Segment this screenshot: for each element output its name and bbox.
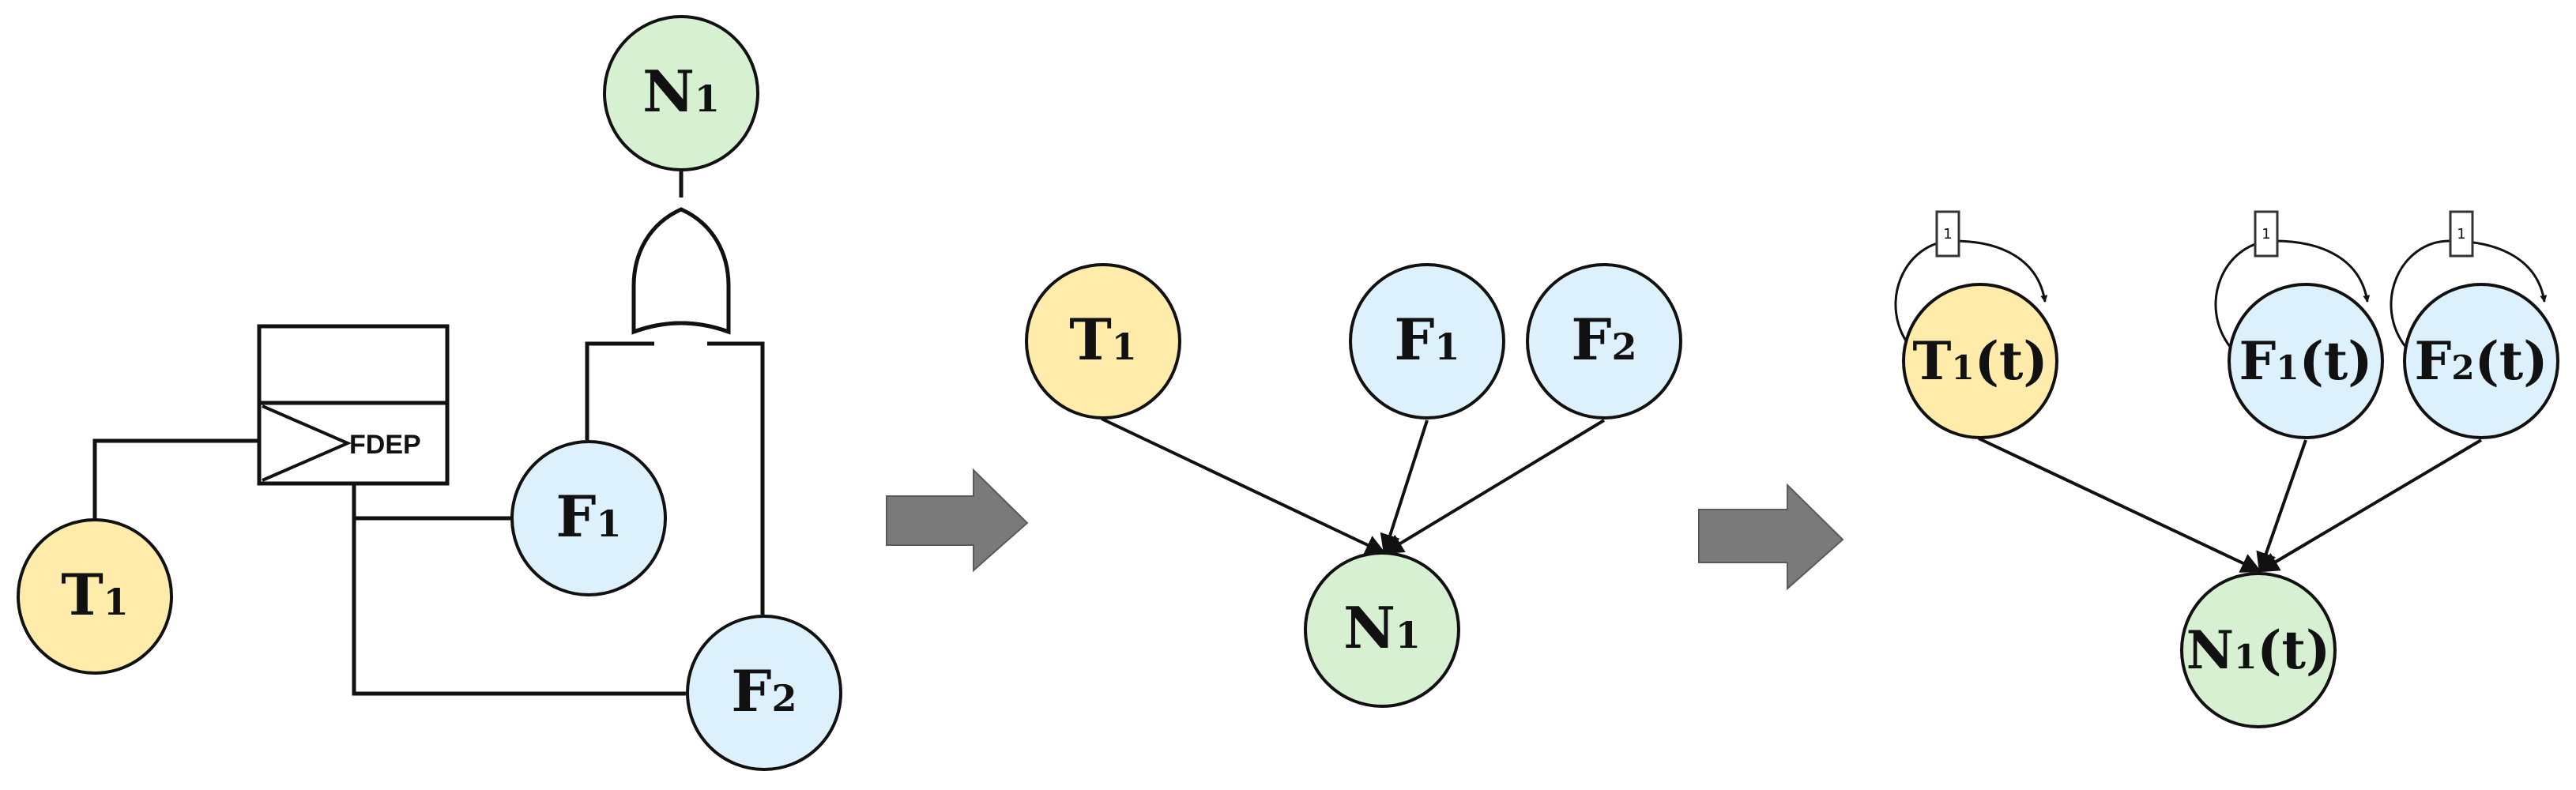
svg-text:F2(t): F2(t) bbox=[2414, 330, 2548, 392]
bn-edge-t1-n1 bbox=[1101, 417, 1387, 555]
svg-text:1: 1 bbox=[2457, 226, 2465, 243]
ft-trigger-event-t1: T1 bbox=[17, 518, 173, 675]
dbn-node-f2: F2(t) bbox=[2403, 283, 2559, 439]
svg-text:F2: F2 bbox=[1571, 306, 1636, 373]
bn-node-t1: T1 bbox=[1025, 263, 1181, 419]
bn-edge-f1-n1 bbox=[1380, 419, 1429, 555]
svg-text:1: 1 bbox=[2262, 226, 2270, 243]
svg-text:F1: F1 bbox=[555, 483, 621, 550]
ft-basic-event-f2: F2 bbox=[686, 615, 842, 771]
wire-f1-to-or bbox=[585, 341, 654, 440]
bn-edge-f2-n1 bbox=[1382, 419, 1606, 555]
svg-text:N1: N1 bbox=[642, 58, 720, 125]
wire-fdep-to-f1 bbox=[352, 483, 512, 521]
svg-text:1: 1 bbox=[1943, 226, 1952, 243]
svg-text:N1: N1 bbox=[1343, 594, 1421, 661]
svg-text:T1: T1 bbox=[61, 561, 129, 628]
fault-tree-wires bbox=[92, 170, 765, 696]
wire-fdep-to-f2 bbox=[352, 518, 686, 696]
fdep-trigger-triangle bbox=[262, 404, 352, 482]
svg-text:T1: T1 bbox=[1069, 306, 1137, 373]
wire-f2-to-or bbox=[707, 341, 765, 615]
transition-arrow-1 bbox=[886, 468, 1029, 573]
or-gate-inner-curve bbox=[633, 321, 729, 334]
bn-node-f1: F1 bbox=[1349, 263, 1505, 419]
transition-arrow-2 bbox=[1698, 483, 1844, 591]
svg-text:F1: F1 bbox=[1394, 306, 1459, 373]
dbn-edge-f1-n1 bbox=[2256, 439, 2307, 574]
dbn-temporal-label-t1: 1 bbox=[1935, 210, 1960, 258]
fdep-label: FDEP bbox=[349, 430, 421, 460]
ft-basic-event-f1: F1 bbox=[510, 440, 667, 596]
svg-text:T1(t): T1(t) bbox=[1912, 330, 2047, 392]
dbn-temporal-label-f2: 1 bbox=[2449, 210, 2474, 258]
bn-node-n1: N1 bbox=[1304, 551, 1460, 708]
dbn-edge-t1-n1 bbox=[1978, 437, 2262, 573]
bayesian-network-panel: T1 F1 F2 N1 bbox=[1025, 263, 1682, 708]
dbn-temporal-label-f1: 1 bbox=[2254, 210, 2279, 258]
or-gate bbox=[631, 207, 731, 335]
dbn-node-n1: N1(t) bbox=[2180, 572, 2337, 728]
svg-text:N1(t): N1(t) bbox=[2186, 619, 2331, 681]
wire-trigger-to-fdep bbox=[92, 438, 263, 521]
bn-node-f2: F2 bbox=[1526, 263, 1682, 419]
dbn-node-f1: F1(t) bbox=[2228, 283, 2384, 439]
dbn-edge-f2-n1 bbox=[2258, 438, 2483, 573]
fault-tree-panel: FDEP N1 F1 F2 T1 bbox=[17, 15, 842, 771]
fdep-gate: FDEP bbox=[257, 324, 450, 486]
bn-edges bbox=[1101, 417, 1606, 555]
svg-text:F2: F2 bbox=[731, 657, 797, 724]
dbn-node-t1: T1(t) bbox=[1902, 283, 2058, 439]
svg-text:F1(t): F1(t) bbox=[2239, 330, 2372, 392]
ft-top-event: N1 bbox=[603, 15, 759, 171]
dynamic-bayesian-network-panel: 1 1 1 T1(t) F1(t) F2(t) N1(t) bbox=[1894, 210, 2559, 728]
dbn-edges bbox=[1978, 437, 2483, 574]
